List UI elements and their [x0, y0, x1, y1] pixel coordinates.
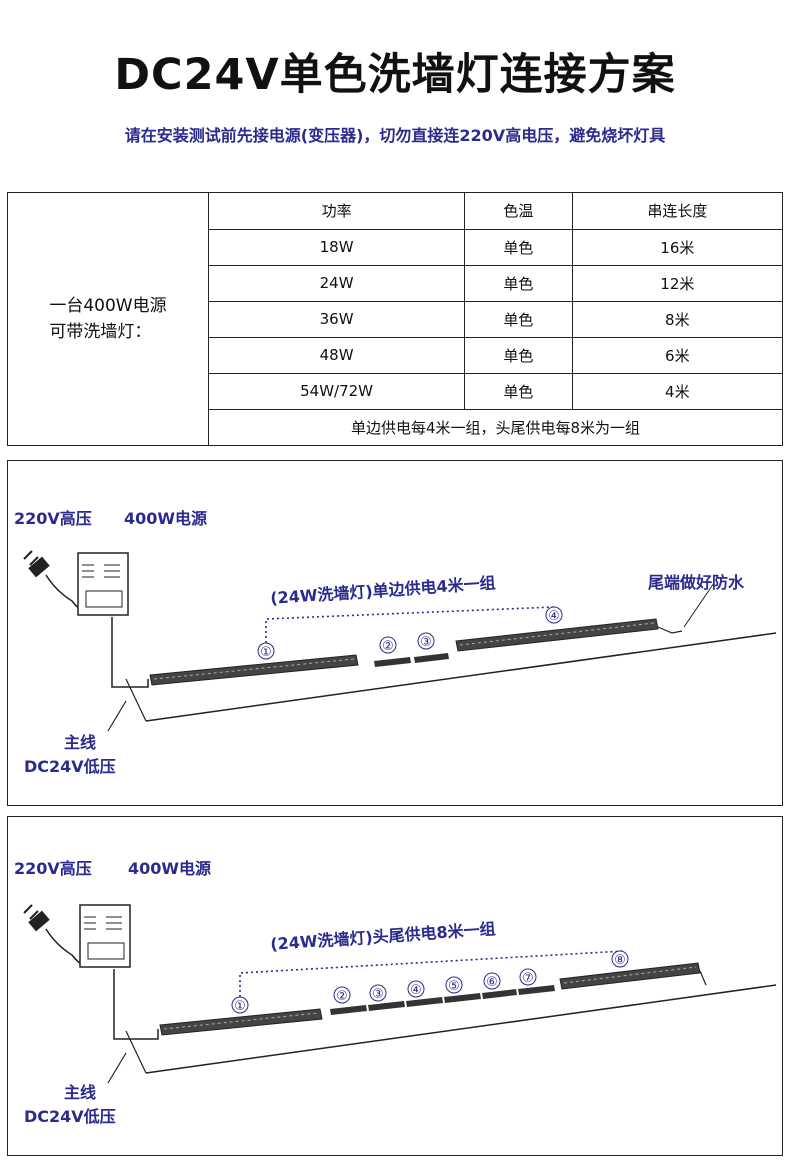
dc-low-voltage-label: DC24V低压	[24, 757, 116, 776]
cell-power: 36W	[207, 300, 466, 338]
spec-grid: 功率 色温 串连长度 18W 单色 16米 24W 单色 12米 36W 单色 …	[207, 193, 782, 445]
row-label-line1: 一台400W电源	[49, 296, 167, 316]
light-bar	[368, 1001, 405, 1011]
marker-1: ①	[257, 642, 275, 660]
cell-length: 8米	[571, 300, 782, 338]
row-label-line2: 可带洗墙灯：	[49, 322, 152, 342]
light-bar	[406, 997, 443, 1007]
svg-text:⑦: ⑦	[522, 971, 534, 986]
marker-3: ③	[417, 632, 435, 650]
table-row: 36W 单色 8米	[207, 300, 782, 338]
group-bracket	[239, 950, 625, 997]
page-title: DC24V单色洗墙灯连接方案	[114, 50, 676, 100]
main-line-pointer	[107, 1052, 127, 1084]
power-supply-label: 400W电源	[128, 859, 212, 878]
cell-length: 12米	[571, 264, 782, 302]
main-dc-line	[111, 617, 149, 688]
cell-color: 单色	[464, 336, 573, 374]
diagram-single-feed: ① ② ③ ④ 220V高压 400W电源 (24W洗墙灯)单边供电4米一组 尾…	[7, 460, 783, 806]
cell-length: 6米	[571, 336, 782, 374]
svg-text:②: ②	[382, 639, 394, 654]
marker-1: ①	[231, 996, 249, 1014]
marker-2: ②	[333, 986, 351, 1004]
marker-4: ④	[407, 980, 425, 998]
plug-icon	[23, 904, 50, 932]
marker-4: ④	[545, 606, 563, 624]
spec-row-label: 一台400W电源 可带洗墙灯：	[8, 193, 208, 445]
group-bracket	[265, 606, 555, 643]
diagram-head-tail-feed: ① ② ③ ④ ⑤ ⑥ ⑦ ⑧ 220V高压 400W电源 (24W洗墙灯)头尾…	[7, 816, 783, 1156]
header-power: 功率	[207, 193, 466, 230]
wall-edge-line	[145, 984, 777, 1074]
spec-table: 一台400W电源 可带洗墙灯： 功率 色温 串连长度 18W 单色 16米 24…	[7, 192, 783, 446]
main-line-pointer	[107, 700, 127, 732]
high-voltage-label: 220V高压	[14, 859, 92, 878]
header-length: 串连长度	[571, 193, 782, 230]
light-bar	[374, 657, 411, 667]
header-color-temp: 色温	[464, 193, 573, 230]
cell-length: 4米	[571, 372, 782, 410]
power-supply-icon	[79, 904, 131, 968]
dc-low-voltage-label: DC24V低压	[24, 1107, 116, 1126]
header-row: 功率 色温 串连长度	[207, 193, 782, 230]
wiring-diagram-2: ① ② ③ ④ ⑤ ⑥ ⑦ ⑧	[23, 904, 777, 1084]
main-line-label: 主线	[64, 733, 97, 752]
light-bar	[159, 1008, 323, 1036]
marker-2: ②	[379, 636, 397, 654]
light-bar	[330, 1005, 367, 1015]
cell-color: 单色	[464, 264, 573, 302]
svg-text:④: ④	[548, 609, 560, 624]
marker-3: ③	[369, 984, 387, 1002]
footer-row: 单边供电每4米一组，头尾供电每8米为一组	[208, 408, 782, 445]
light-bar	[149, 654, 359, 686]
cell-power: 54W/72W	[207, 372, 466, 410]
waterproof-label: 尾端做好防水	[648, 573, 745, 592]
marker-8: ⑧	[611, 950, 629, 968]
cell-color: 单色	[464, 372, 573, 410]
table-row: 24W 单色 12米	[207, 264, 782, 302]
wall-edge-line	[145, 632, 777, 722]
light-bar	[455, 618, 659, 652]
cell-power: 18W	[207, 228, 466, 266]
power-supply-label: 400W电源	[124, 509, 208, 528]
warning-subtitle: 请在安装测试前先接电源(变压器)，切勿直接连220V高电压，避免烧坏灯具	[124, 126, 666, 145]
plug-icon	[23, 550, 50, 578]
light-bar	[414, 653, 449, 663]
waterproof-pointer	[683, 582, 715, 628]
wall-corner-line	[125, 678, 147, 722]
svg-text:③: ③	[420, 635, 432, 650]
tail-wire	[699, 970, 707, 986]
marker-6: ⑥	[483, 972, 501, 990]
light-bar	[482, 989, 517, 999]
main-line-label: 主线	[64, 1083, 97, 1102]
svg-text:②: ②	[336, 989, 348, 1004]
footer-note: 单边供电每4米一组，头尾供电每8米为一组	[208, 408, 782, 445]
cell-color: 单色	[464, 300, 573, 338]
svg-text:①: ①	[260, 645, 272, 660]
light-bar	[444, 993, 481, 1003]
wall-corner-line	[125, 1030, 147, 1074]
svg-text:⑥: ⑥	[486, 975, 498, 990]
light-bar	[518, 985, 555, 995]
main-dc-line	[113, 969, 159, 1040]
light-bar	[559, 962, 701, 990]
svg-text:③: ③	[372, 987, 384, 1002]
marker-5: ⑤	[445, 976, 463, 994]
cell-power: 24W	[207, 264, 466, 302]
table-row: 18W 单色 16米	[207, 228, 782, 266]
marker-7: ⑦	[519, 968, 537, 986]
cell-color: 单色	[464, 228, 573, 266]
wiring-diagram-1: ① ② ③ ④	[23, 550, 777, 732]
power-supply-icon	[77, 552, 129, 616]
cell-length: 16米	[571, 228, 782, 266]
svg-text:⑤: ⑤	[448, 979, 460, 994]
svg-text:④: ④	[410, 983, 422, 998]
svg-text:①: ①	[234, 999, 246, 1014]
table-row: 54W/72W 单色 4米	[207, 372, 782, 410]
svg-text:⑧: ⑧	[614, 953, 626, 968]
table-row: 48W 单色 6米	[207, 336, 782, 374]
high-voltage-label: 220V高压	[14, 509, 92, 528]
tail-wire	[657, 626, 683, 634]
cell-power: 48W	[207, 336, 466, 374]
